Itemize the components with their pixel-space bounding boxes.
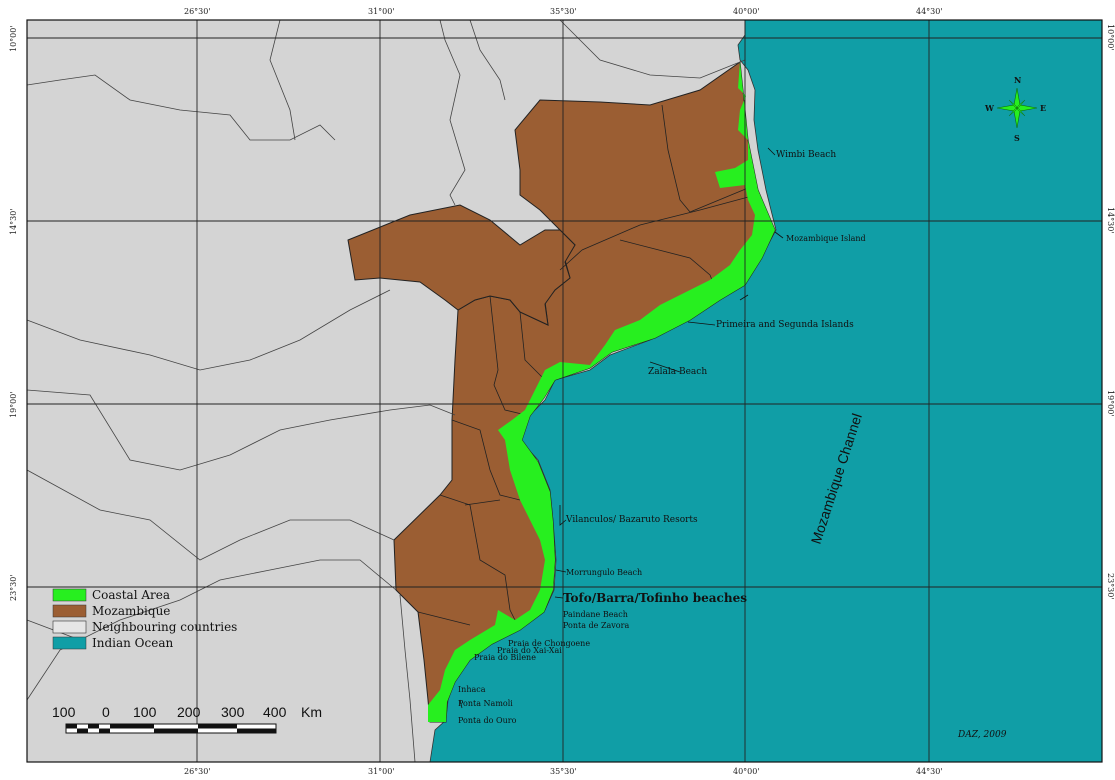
graticule (27, 20, 1102, 762)
scale-label: 0 (102, 704, 110, 720)
map-credit: DAZ, 2009 (957, 730, 1007, 740)
place-label: Praia do Xai-Xai (497, 646, 562, 655)
scale-label: 400 (263, 704, 287, 720)
scale-label: 300 (221, 704, 245, 720)
bottom-tick: 31°00' (368, 767, 395, 776)
map-frame (26, 19, 1103, 763)
bottom-tick: 40°00' (733, 767, 760, 776)
bottom-tick: 35°30' (550, 767, 577, 776)
right-tick: 19°00' (1106, 390, 1115, 417)
place-label: Praia do Bilene (474, 653, 536, 662)
place-labels: Wimbi Beach Mozambique Island Primeira a… (458, 150, 866, 725)
legend-label: Neighbouring countries (92, 620, 237, 634)
place-label: Ponta do Ouro (458, 716, 517, 725)
place-label: Paindane Beach (563, 610, 628, 619)
tick-labels-bottom: 26°30' 31°00' 35°30' 40°00' 44°30' (184, 767, 943, 776)
legend-swatch-ocean (52, 636, 87, 650)
tick-labels-left: 10°00' 14°30' 19°00' 23°30' (9, 25, 18, 601)
scale-label: 100 (52, 704, 76, 720)
compass-s: S (1014, 133, 1020, 143)
legend-swatch-coastal (52, 588, 87, 602)
tick-labels-top: 26°30' 31°00' 35°30' 40°00' 44°30' (184, 7, 943, 16)
left-tick: 23°30' (9, 574, 18, 601)
place-label: Inhaca (458, 685, 486, 694)
bottom-tick: 26°30' (184, 767, 211, 776)
tick-labels-right: 10°00' 14°30' 19°00' 23°30' (1106, 24, 1115, 600)
place-label: Mozambique Island (786, 234, 866, 243)
neighbour-borders (26, 19, 746, 763)
place-label: Ponta de Zavora (563, 621, 629, 630)
place-label: Praia de Chongoene (508, 639, 590, 648)
legend-label: Coastal Area (92, 588, 170, 602)
top-tick: 35°30' (550, 7, 577, 16)
compass-star-icon (996, 87, 1038, 129)
right-tick: 10°00' (1106, 24, 1115, 51)
legend-swatch-neighbours (52, 620, 87, 634)
top-tick: 44°30' (916, 7, 943, 16)
scale-label: 100 (133, 704, 157, 720)
leader-lines (459, 147, 784, 709)
right-tick: 23°30' (1106, 573, 1115, 600)
left-tick: 19°00' (9, 391, 18, 418)
place-label: Tofo/Barra/Tofinho beaches (563, 591, 747, 605)
left-tick: 14°30' (9, 208, 18, 235)
left-tick: 10°00' (9, 25, 18, 52)
place-label: Wimbi Beach (776, 150, 836, 160)
scale-label: 200 (177, 704, 201, 720)
legend-swatch-mozambique (52, 604, 87, 618)
scale-unit: Km (301, 704, 322, 720)
compass-rose: N S E W (984, 75, 1046, 143)
legend: Coastal Area Mozambique Neighbouring cou… (52, 588, 237, 650)
scale-bar: 100 0 100 200 300 400 Km (52, 704, 322, 734)
top-tick: 40°00' (733, 7, 760, 16)
compass-e: E (1040, 103, 1046, 113)
compass-w: W (984, 103, 995, 113)
legend-label: Mozambique (92, 604, 170, 618)
bottom-tick: 44°30' (916, 767, 943, 776)
mozambique-tete (347, 204, 576, 326)
place-label: Primeira and Segunda Islands (716, 320, 854, 330)
place-label: Zalala Beach (648, 367, 707, 377)
top-tick: 26°30' (184, 7, 211, 16)
place-label: Morrungulo Beach (566, 568, 642, 577)
place-label: Vilanculos/ Bazaruto Resorts (565, 515, 698, 525)
coastal-area (428, 62, 775, 722)
top-tick: 31°00' (368, 7, 395, 16)
right-tick: 14°30' (1106, 207, 1115, 234)
legend-label: Indian Ocean (92, 636, 174, 650)
compass-n: N (1014, 75, 1021, 85)
place-label: Ponta Namoli (458, 699, 513, 708)
